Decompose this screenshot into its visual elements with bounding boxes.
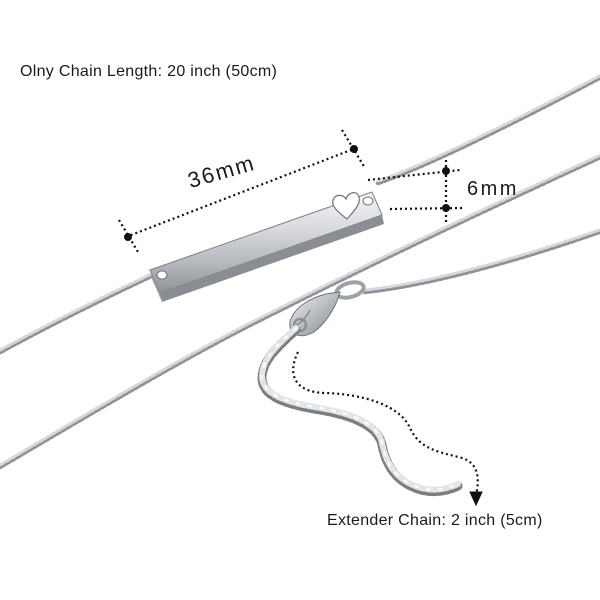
extender-dimension-arrow [469, 491, 483, 507]
height-dimension-top-dot [442, 167, 450, 175]
height-dimension-bottom-line [389, 206, 463, 211]
height-dimension-bottom-dot [442, 204, 450, 212]
chain-back-loop [0, 153, 600, 467]
chain-back-loop-shadow [0, 154, 600, 470]
heart-icon [332, 192, 360, 220]
chain-to-clasp [363, 228, 600, 292]
width-dimension-right-dot [350, 145, 358, 153]
chain-to-clasp-shadow [362, 229, 600, 295]
extender-length-label: Extender Chain: 2 inch (5cm) [327, 512, 543, 529]
extender-dimension-line [292, 351, 479, 496]
width-dimension [118, 129, 366, 253]
chain-right-upper-shadow [375, 75, 600, 186]
width-dimension-left-dot [124, 233, 132, 241]
height-dimension [367, 160, 463, 222]
bar-pendant [149, 191, 384, 302]
chain-right-upper [376, 73, 600, 183]
bar-right-hole [362, 196, 374, 206]
extender-dimension [292, 351, 483, 507]
chain-left-shadow [0, 269, 163, 355]
chain-length-label: Olny Chain Length: 20 inch (50cm) [20, 63, 278, 80]
height-dimension-top-line [367, 168, 461, 182]
chain-left [0, 268, 162, 352]
width-dimension-left-tick [118, 219, 139, 253]
width-dimension-line [125, 146, 357, 239]
extender-chain [257, 325, 463, 497]
bar-height-label: 6mm [467, 178, 519, 200]
bar-left-hole [156, 270, 168, 280]
